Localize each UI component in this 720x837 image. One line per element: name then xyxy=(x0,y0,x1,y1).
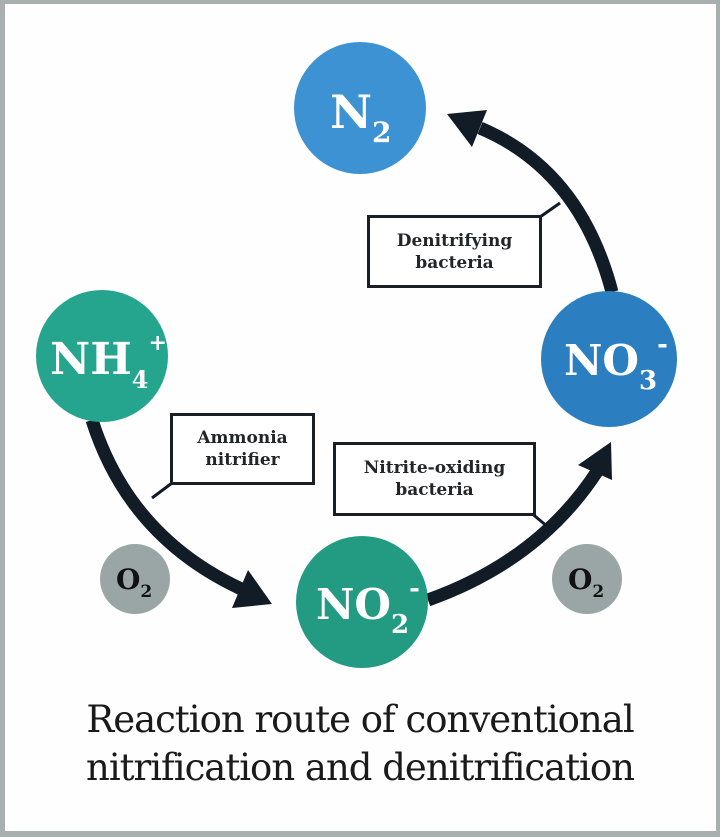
node-formula: N2 xyxy=(330,85,392,149)
node-circle xyxy=(552,544,622,614)
label-line: bacteria xyxy=(395,480,474,500)
label-denitrifying-bacteria: Denitrifying bacteria xyxy=(367,215,542,288)
node-circle xyxy=(36,290,168,422)
node-no3: NO3- xyxy=(541,291,677,427)
node-formula: NO3- xyxy=(564,330,668,396)
arrow-path xyxy=(477,122,619,294)
arrow-path xyxy=(85,418,251,598)
arrowhead xyxy=(447,110,487,147)
node-no2: NO2- xyxy=(296,536,428,668)
node-circle xyxy=(296,536,428,668)
diagram-caption-line-1: Reaction route of conventional xyxy=(86,698,634,741)
label-line: nitrifier xyxy=(205,450,280,470)
arrow-path xyxy=(425,466,604,607)
node-formula: O2 xyxy=(568,563,604,602)
node-o2-left: O2 xyxy=(100,544,170,614)
node-n2: N2 xyxy=(294,42,426,174)
label-line: Ammonia xyxy=(197,428,288,448)
node-circle xyxy=(100,544,170,614)
label-nitrite-oxiding-bacteria: Nitrite-oxiding bacteria xyxy=(333,442,536,516)
node-formula: O2 xyxy=(116,563,152,602)
arrowhead xyxy=(578,442,612,480)
arrow-no3-to-n2 xyxy=(447,110,619,294)
label-line: Nitrite-oxiding xyxy=(363,458,506,478)
node-circle xyxy=(294,42,426,174)
node-formula: NO2- xyxy=(316,574,420,640)
node-o2-right: O2 xyxy=(552,544,622,614)
label-connector xyxy=(539,201,561,219)
node-circle xyxy=(541,291,677,427)
node-formula: NH4+ xyxy=(50,330,167,394)
label-ammonia-nitrifier: Ammonia nitrifier xyxy=(170,413,315,485)
arrowhead xyxy=(232,570,272,608)
node-nh4: NH4+ xyxy=(36,290,168,422)
label-line: Denitrifying xyxy=(396,230,513,251)
diagram-caption-line-2: nitrification and denitrification xyxy=(85,746,635,789)
label-line: bacteria xyxy=(415,252,494,273)
